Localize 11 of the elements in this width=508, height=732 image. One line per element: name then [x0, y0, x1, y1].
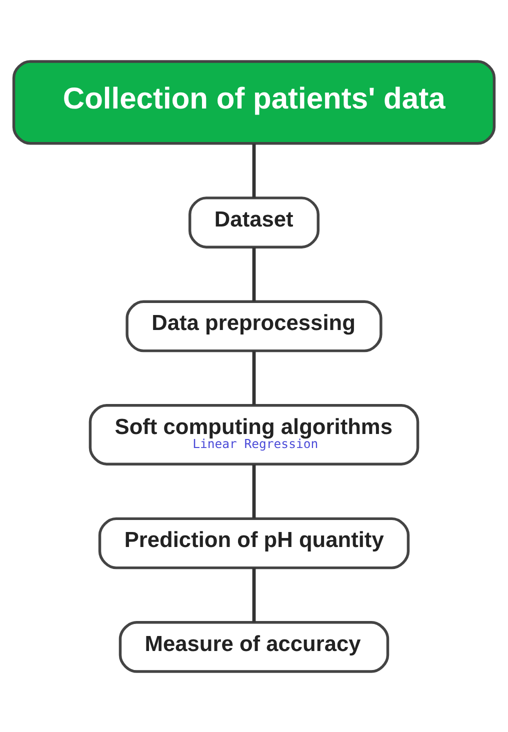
node-box: Collection of patients' data — [12, 60, 496, 144]
connector — [252, 246, 256, 302]
connector — [252, 464, 256, 518]
connector — [252, 143, 256, 198]
node-box: Prediction of pH quantity — [98, 516, 410, 569]
connector — [252, 350, 256, 405]
connector — [252, 568, 256, 622]
node-box: Data preprocessing — [126, 300, 382, 352]
node-box: Measure of accuracy — [118, 620, 390, 672]
node-box: Soft computing algorithms Linear Regression — [88, 404, 420, 465]
node-box: Dataset — [188, 196, 320, 248]
